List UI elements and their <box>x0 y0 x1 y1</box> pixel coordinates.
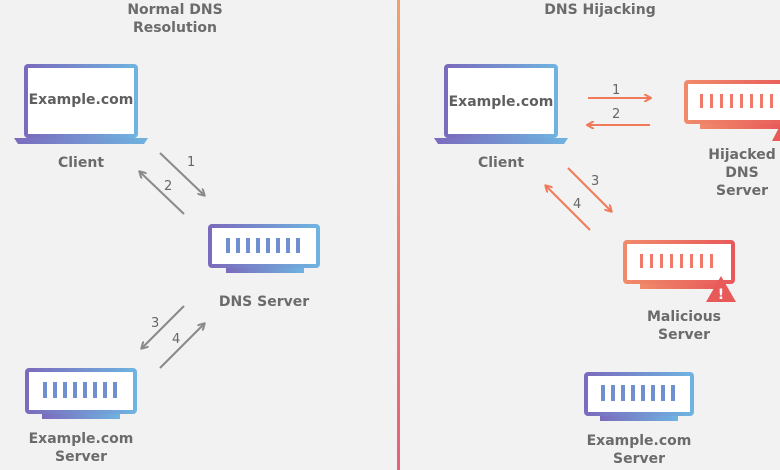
hijacked-line3: Server <box>715 183 768 199</box>
left-client-screen-text: Example.com <box>28 92 134 108</box>
right-server-label-line2: Server <box>612 451 665 467</box>
left-client-label: Client <box>57 155 105 171</box>
right-step-2: 2 <box>612 107 620 122</box>
left-step-2: 2 <box>164 179 172 194</box>
left-title-line1: Normal DNS <box>127 2 223 18</box>
left-server-label-line2: Server <box>54 449 107 465</box>
right-client-label: Client <box>477 155 525 171</box>
right-server-label-line1: Example.com <box>586 433 692 449</box>
malicious-line1: Malicious <box>647 309 721 325</box>
left-dns-server-icon <box>208 224 320 273</box>
left-step-3: 3 <box>151 316 159 331</box>
malicious-warning-mark: ! <box>718 287 724 303</box>
right-step-3: 3 <box>591 174 599 189</box>
malicious-server-icon <box>623 240 735 289</box>
hijacked-dns-server-label: Hijacked DNS Server <box>705 146 779 200</box>
left-step-1: 1 <box>187 155 195 170</box>
center-divider <box>397 0 400 470</box>
malicious-server-label: Malicious Server <box>634 308 734 344</box>
left-server-label-line1: Example.com <box>28 431 134 447</box>
left-arrow-3 <box>142 305 185 348</box>
left-arrow-1 <box>159 152 204 195</box>
hijacked-line1: Hijacked <box>708 147 776 163</box>
malicious-line2: Server <box>657 327 710 343</box>
left-dns-server-label: DNS Server <box>218 294 310 310</box>
right-example-server-icon <box>584 372 694 421</box>
hijacked-warning-icon: ! <box>772 125 780 141</box>
right-server-label: Example.com Server <box>579 432 699 468</box>
left-arrow-4 <box>159 324 204 369</box>
left-title: Normal DNS Resolution <box>110 1 240 37</box>
right-client-laptop-icon <box>434 64 568 144</box>
left-title-line2: Resolution <box>132 20 218 36</box>
right-step-1: 1 <box>612 83 620 98</box>
left-server-label: Example.com Server <box>21 430 141 466</box>
right-client-screen-text: Example.com <box>448 94 554 110</box>
left-client-laptop-icon <box>14 64 148 144</box>
right-step-4: 4 <box>573 197 581 212</box>
left-arrow-2 <box>140 172 185 215</box>
right-arrow-3 <box>567 167 611 211</box>
left-example-server-icon <box>25 368 137 419</box>
right-title: DNS Hijacking <box>544 2 656 18</box>
right-arrow-4 <box>546 186 591 231</box>
hijacked-dns-server-icon <box>684 80 780 129</box>
left-step-4: 4 <box>172 332 180 347</box>
malicious-warning-icon: ! <box>706 276 736 303</box>
hijacked-line2: DNS <box>725 165 759 181</box>
